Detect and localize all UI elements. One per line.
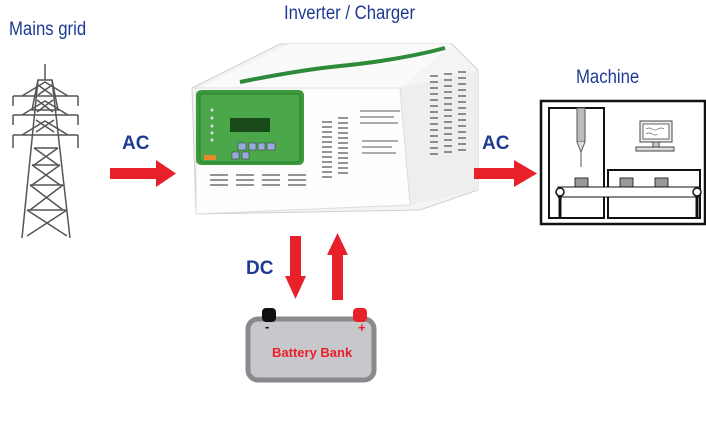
battery-positive-terminal (353, 308, 367, 322)
transmission-tower-icon (12, 64, 79, 239)
dc-label: DC (246, 258, 274, 279)
machine-label: Machine (576, 67, 640, 88)
dc-discharge-arrow (285, 236, 306, 299)
panel-button (266, 142, 276, 151)
inverter-display (230, 118, 270, 132)
ac-output-label: AC (482, 133, 510, 154)
inverter-charger-unit (191, 43, 479, 215)
battery-bank-label: Battery Bank (272, 345, 353, 360)
ac-output-arrow (474, 160, 537, 187)
ac-input-arrow (110, 160, 176, 187)
panel-button (231, 151, 240, 160)
machine-icon (539, 99, 706, 226)
ac-input-label: AC (122, 133, 150, 154)
battery-bank-icon (245, 308, 377, 383)
inverter-charger-label: Inverter / Charger (284, 3, 416, 24)
battery-plus-sign: + (358, 320, 366, 335)
panel-button (237, 142, 247, 151)
panel-button (248, 142, 257, 151)
panel-button (241, 151, 250, 160)
mains-grid-label: Mains grid (9, 19, 87, 40)
battery-negative-terminal (262, 308, 276, 322)
dc-charge-arrow (327, 233, 348, 300)
panel-button (257, 142, 266, 151)
battery-minus-sign: - (265, 319, 270, 334)
computer-monitor-icon (635, 120, 675, 152)
